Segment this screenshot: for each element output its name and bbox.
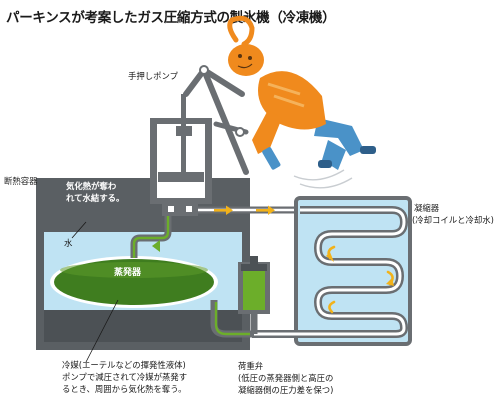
heat-taken-line2: れて水結する。 xyxy=(66,193,125,203)
condenser-label: 凝縮器 xyxy=(414,203,440,213)
refrigerant-note-3: るとき、周囲から気化熱を奪う。 xyxy=(62,384,187,394)
load-valve-detail-1: (低圧の蒸発器側と高圧の xyxy=(238,373,334,383)
load-valve-detail-2: 凝縮器側の圧力差を保つ) xyxy=(238,385,334,395)
refrigerant-note-2: ポンプで減圧されて冷媒が蒸発す xyxy=(62,372,188,382)
diagram-title: パーキンスが考案したガス圧縮方式の製氷機（冷凍機） xyxy=(6,10,336,26)
water-label: 水 xyxy=(64,238,73,248)
insulated-container-label: 断熱容器 xyxy=(4,176,38,186)
pump-piston xyxy=(158,172,204,182)
hand-pump-label: 手押しポンプ xyxy=(128,71,178,81)
arrow-right-icon xyxy=(214,205,275,215)
load-valve-label: 荷重弁 xyxy=(238,361,264,371)
evaporator-label: 蒸発器 xyxy=(114,268,142,278)
pumping-person-icon xyxy=(227,15,376,189)
refrigerant-note-1: 冷媒(エーテルなどの揮発性液体) xyxy=(62,360,186,370)
heat-taken-line1: 気化熱が奪わ xyxy=(66,181,117,191)
condenser-box xyxy=(294,196,412,346)
condenser-detail: (冷却コイルと冷却水) xyxy=(412,215,494,225)
